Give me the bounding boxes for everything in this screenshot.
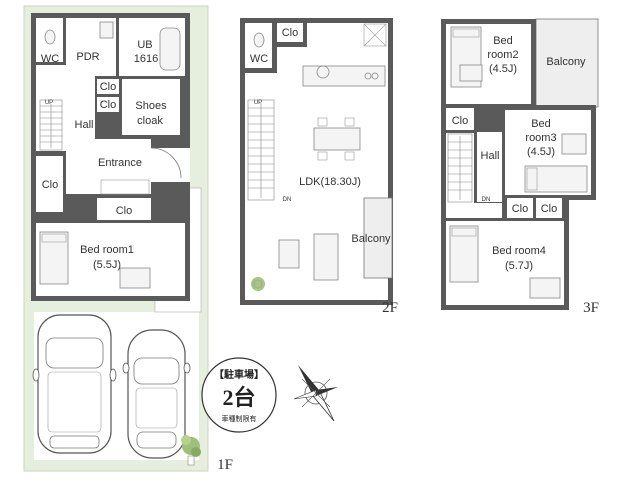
bed-3f-room4 bbox=[449, 225, 479, 283]
clo-1f-c bbox=[36, 156, 63, 212]
clo-3f-b bbox=[507, 198, 533, 218]
bed4-size: (5.7J) bbox=[505, 260, 533, 272]
balcony-2f-label: Balcony bbox=[351, 233, 391, 245]
ub-label: UB bbox=[137, 39, 152, 51]
hall-3f bbox=[477, 132, 502, 202]
parking-badge: 【駐車場】 2台 車種制限有 bbox=[201, 357, 277, 433]
clo-1f-b bbox=[97, 97, 119, 112]
clo-1f-b-label: Clo bbox=[100, 99, 117, 111]
car-minivan-icon bbox=[32, 314, 117, 454]
entrance-door-gap bbox=[151, 148, 190, 182]
bed-room1-label: Bed room1 bbox=[80, 244, 134, 256]
desk-3f-room4 bbox=[529, 277, 561, 299]
dining-table bbox=[313, 127, 361, 151]
plant-icon bbox=[251, 277, 265, 291]
dn-3f-label: DN bbox=[482, 197, 491, 203]
up-1f-label: UP bbox=[45, 100, 53, 106]
bed-1f bbox=[39, 231, 69, 285]
floor-3f: Bed room2 (4.5J) Balcony Clo Bed room3 (… bbox=[441, 18, 599, 316]
car-sedan-icon bbox=[122, 329, 191, 459]
parking-note: 車種制限有 bbox=[222, 414, 257, 423]
shoes-label: Shoes bbox=[135, 100, 167, 112]
desk-3f-room3 bbox=[561, 133, 587, 155]
tree-icon bbox=[181, 435, 201, 466]
floor-1f-label: 1F bbox=[217, 457, 233, 473]
hall-mid bbox=[66, 79, 95, 139]
hall-1f-label: Hall bbox=[75, 119, 94, 131]
cloak-label: cloak bbox=[137, 115, 163, 127]
dn-2f-label: DN bbox=[283, 197, 292, 203]
clo-3f-a-label: Clo bbox=[452, 115, 469, 127]
clo-2f-label: Clo bbox=[282, 27, 299, 39]
bed2-size: (4.5J) bbox=[489, 63, 517, 75]
parking-title: 【駐車場】 bbox=[214, 368, 264, 381]
clo-3f-c bbox=[536, 198, 562, 218]
entrance-label: Entrance bbox=[98, 157, 142, 169]
bathtub bbox=[159, 27, 181, 71]
bed2-label-a: Bed bbox=[493, 35, 513, 47]
clo-1f-a-label: Clo bbox=[100, 81, 117, 93]
clo-1f-a bbox=[97, 79, 119, 94]
shoes-cloak bbox=[122, 79, 180, 135]
clo-1f-c-label: Clo bbox=[42, 179, 59, 191]
clo-3f-c-label: Clo bbox=[541, 203, 558, 215]
toilet-2f bbox=[253, 32, 265, 48]
balcony-2f bbox=[363, 197, 393, 279]
bed3-size: (4.5J) bbox=[527, 146, 555, 158]
clo-3f-b-label: Clo bbox=[512, 203, 529, 215]
stairs-3f bbox=[447, 133, 473, 203]
pdr-label: PDR bbox=[76, 51, 99, 63]
toilet-1f bbox=[44, 29, 56, 45]
balcony-3f-label: Balcony bbox=[546, 56, 586, 68]
up-2f-label: UP bbox=[254, 100, 262, 106]
bed4-label: Bed room4 bbox=[492, 245, 546, 257]
bed3-label-b: room3 bbox=[525, 132, 556, 144]
washbasin bbox=[99, 21, 114, 39]
floor-2f: Clo WC UP LDK(18.30J) DN Balcony 2F bbox=[240, 18, 398, 316]
desk-1f bbox=[119, 267, 151, 289]
wc-2f-label: WC bbox=[250, 53, 268, 65]
wc-1f-label: WC bbox=[41, 53, 59, 65]
stairs-1f bbox=[39, 99, 63, 151]
floor-1f: WC PDR UB 1616 Clo Clo Shoes cloak Hall … bbox=[23, 5, 233, 473]
bed-room1-size: (5.5J) bbox=[93, 259, 121, 271]
desk-3f-room2 bbox=[459, 64, 483, 82]
bed-3f-room3 bbox=[524, 165, 588, 193]
bed3-label-a: Bed bbox=[531, 118, 551, 130]
entrance-hall bbox=[66, 139, 151, 194]
floor-2f-label: 2F bbox=[382, 300, 398, 316]
stairs-2f bbox=[247, 99, 275, 201]
ub-size-label: 1616 bbox=[134, 53, 158, 65]
bed2-label-b: room2 bbox=[487, 49, 518, 61]
clo-1f-d bbox=[97, 198, 151, 220]
ldk-label: LDK(18.30J) bbox=[299, 176, 361, 188]
clo-1f-d-label: Clo bbox=[116, 205, 133, 217]
compass-icon bbox=[293, 365, 338, 422]
hall-3f-label: Hall bbox=[481, 150, 500, 162]
parking-count: 2台 bbox=[222, 385, 255, 410]
coffee-table bbox=[278, 239, 300, 269]
clo-3f-a bbox=[446, 108, 474, 130]
sofa-2f bbox=[313, 233, 339, 281]
floor-3f-label: 3F bbox=[583, 300, 599, 316]
clo-2f bbox=[277, 23, 303, 42]
